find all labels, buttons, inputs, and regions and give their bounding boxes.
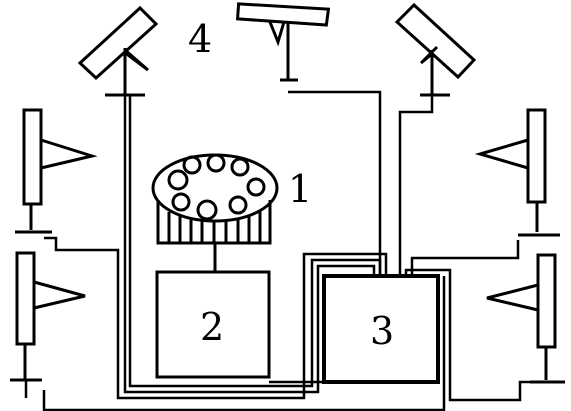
label-processor: 3 bbox=[370, 309, 394, 353]
label-antenna: 1 bbox=[288, 167, 312, 211]
sensor-left-upper bbox=[15, 108, 98, 234]
antenna-element bbox=[206, 153, 226, 173]
antenna-element bbox=[228, 195, 248, 215]
sensor-top-left bbox=[77, 5, 159, 97]
antenna-element bbox=[196, 199, 218, 221]
sensor-right-lower bbox=[486, 253, 565, 384]
antenna-element bbox=[171, 192, 191, 212]
sensor-top-right bbox=[394, 2, 477, 97]
label-sensor-array: 4 bbox=[188, 17, 212, 61]
sensor-top-center bbox=[235, 2, 331, 82]
sensor-right-upper bbox=[474, 108, 560, 237]
antenna-element bbox=[230, 157, 250, 177]
antenna-element bbox=[246, 177, 266, 197]
antenna-element bbox=[167, 169, 189, 191]
label-controller: 2 bbox=[200, 305, 224, 349]
controller-box bbox=[155, 270, 271, 379]
antenna-array bbox=[151, 153, 279, 272]
antenna-element bbox=[182, 155, 202, 175]
sensor-left-lower bbox=[10, 251, 86, 382]
processor-box bbox=[322, 274, 440, 384]
wiring bbox=[24, 90, 530, 411]
